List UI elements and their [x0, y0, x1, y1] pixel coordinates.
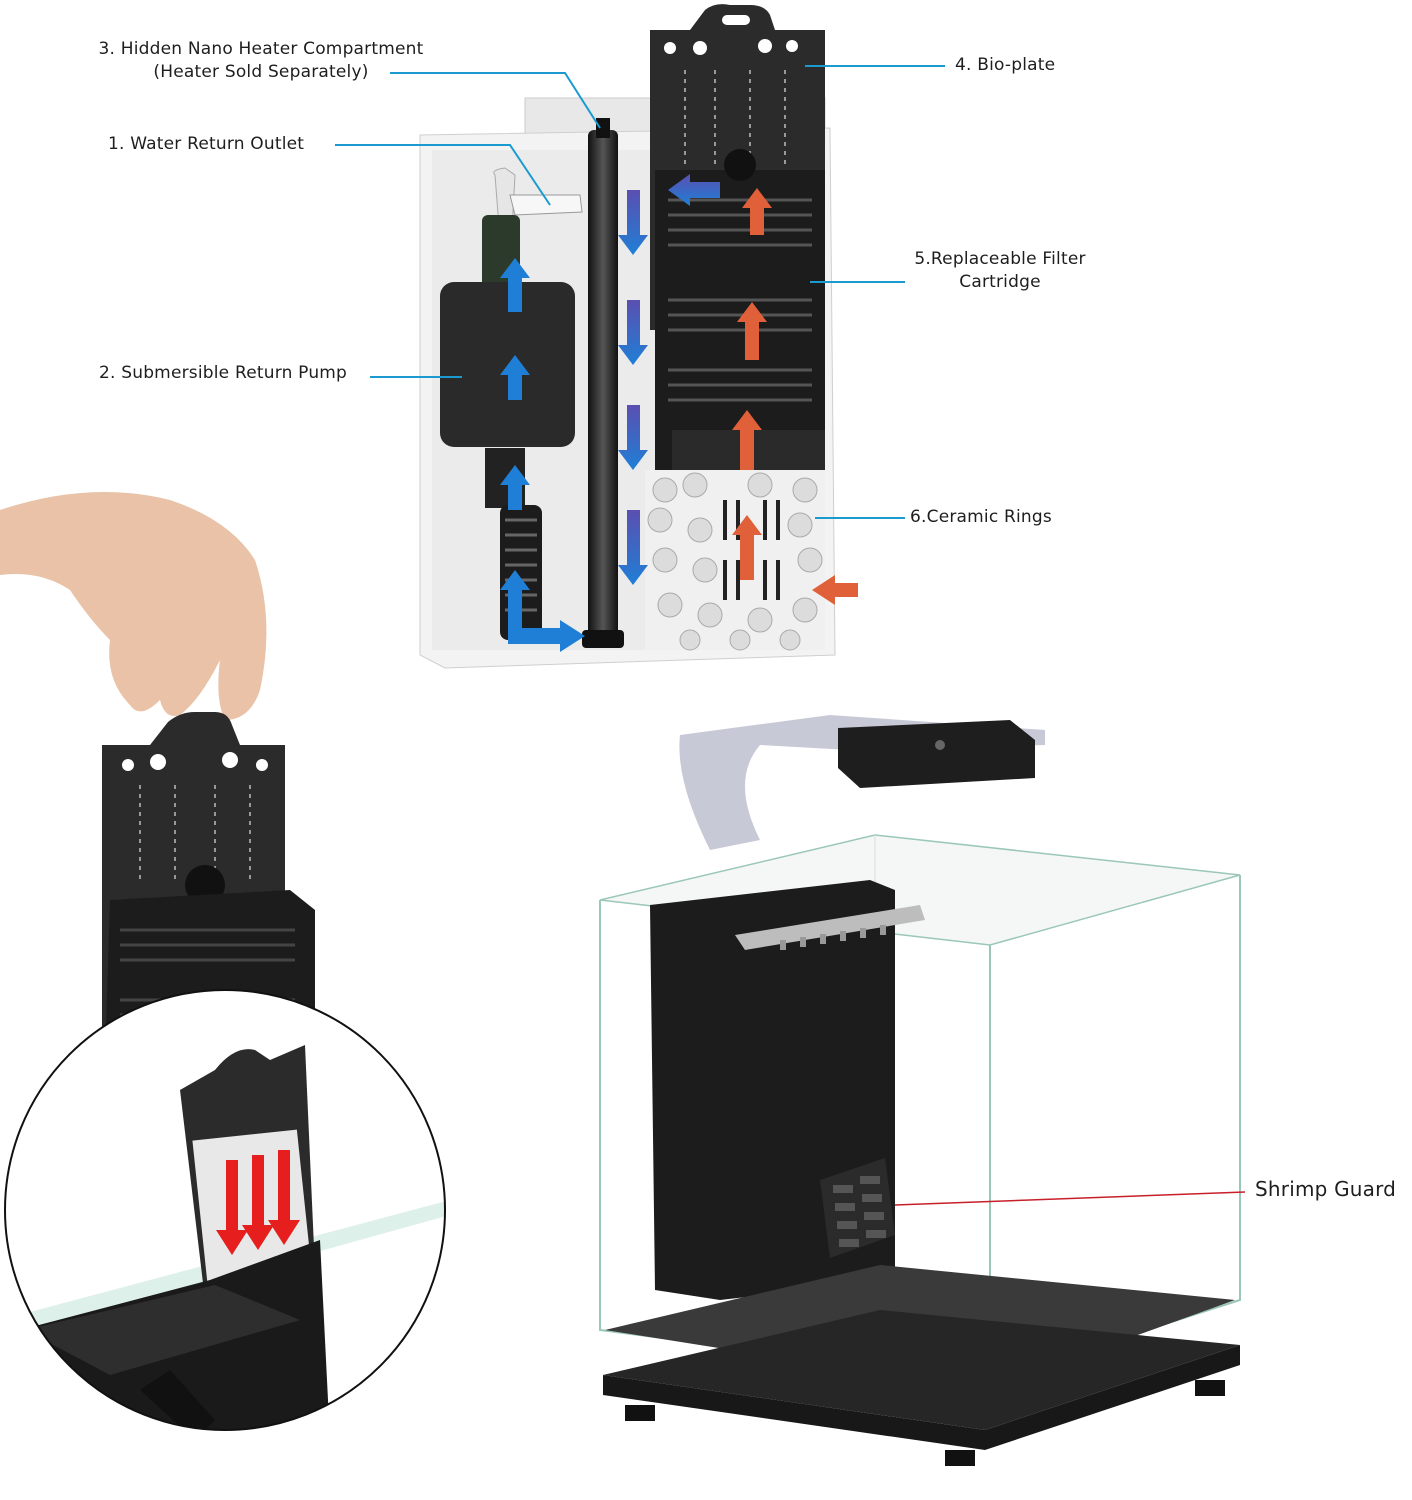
flow-arrows-down [618, 174, 720, 585]
label-heater-line1: 3. Hidden Nano Heater Compartment [98, 39, 424, 59]
label-cartridge-line1: 5.Replaceable Filter [914, 249, 1086, 269]
shrimp-guard [820, 1158, 895, 1258]
label-shrimp-guard: Shrimp Guard [1255, 1177, 1397, 1201]
ceramic-rings [645, 470, 825, 651]
label-ceramic-rings: 6.Ceramic Rings [910, 507, 1052, 527]
filter-cutaway [419, 4, 858, 669]
heater-compartment-tube [582, 118, 624, 648]
leader-heater [390, 72, 601, 129]
flow-arrows-up-heat [732, 188, 858, 605]
label-heater-compartment: 3. Hidden Nano Heater Compartment (Heate… [83, 39, 439, 82]
label-water-return-outlet: 1. Water Return Outlet [108, 134, 305, 154]
leader-lines [335, 65, 945, 519]
label-filter-cartridge: 5.Replaceable Filter Cartridge [900, 249, 1100, 292]
hand-and-filter [0, 492, 315, 1060]
leader-shrimp-guard [894, 1191, 1246, 1206]
insert-arrows [216, 1150, 300, 1255]
water-outlet-bar [735, 905, 925, 950]
tank-base [603, 1345, 1240, 1450]
label-bio-plate: 4. Bio-plate [955, 55, 1056, 75]
flow-arrows-up-blue [500, 258, 585, 652]
cartridge-insert-inset [4, 989, 446, 1431]
leader-outlet [335, 144, 551, 206]
hand [0, 492, 267, 720]
label-heater-line2: (Heater Sold Separately) [153, 62, 369, 82]
label-submersible-pump: 2. Submersible Return Pump [99, 363, 348, 383]
label-cartridge-line2: Cartridge [959, 272, 1041, 292]
led-light [838, 720, 1035, 788]
water-return-outlet [482, 167, 583, 295]
aquarium [599, 715, 1246, 1466]
